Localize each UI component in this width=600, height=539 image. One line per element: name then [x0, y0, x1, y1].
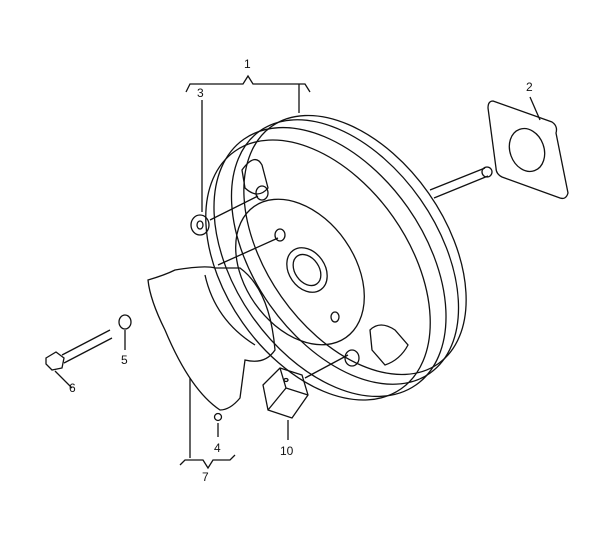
callout-4: 4	[214, 441, 221, 455]
callout-3: 3	[197, 86, 204, 100]
callout-2: 2	[526, 80, 533, 94]
nut-3	[190, 100, 259, 236]
callout-1: 1	[244, 57, 251, 71]
callout-7: 7	[202, 470, 209, 484]
nut-4	[213, 412, 223, 437]
sensor-10	[262, 354, 349, 440]
callout-5: 5	[121, 353, 128, 367]
bracket-1	[185, 74, 311, 113]
callout-6: 6	[69, 381, 76, 395]
brake-booster	[205, 114, 493, 401]
callout-10: 10	[280, 444, 294, 458]
washer-5	[118, 314, 132, 350]
gasket-2	[487, 96, 569, 200]
heat-shield-7	[147, 237, 279, 470]
bolt-6	[45, 329, 113, 389]
